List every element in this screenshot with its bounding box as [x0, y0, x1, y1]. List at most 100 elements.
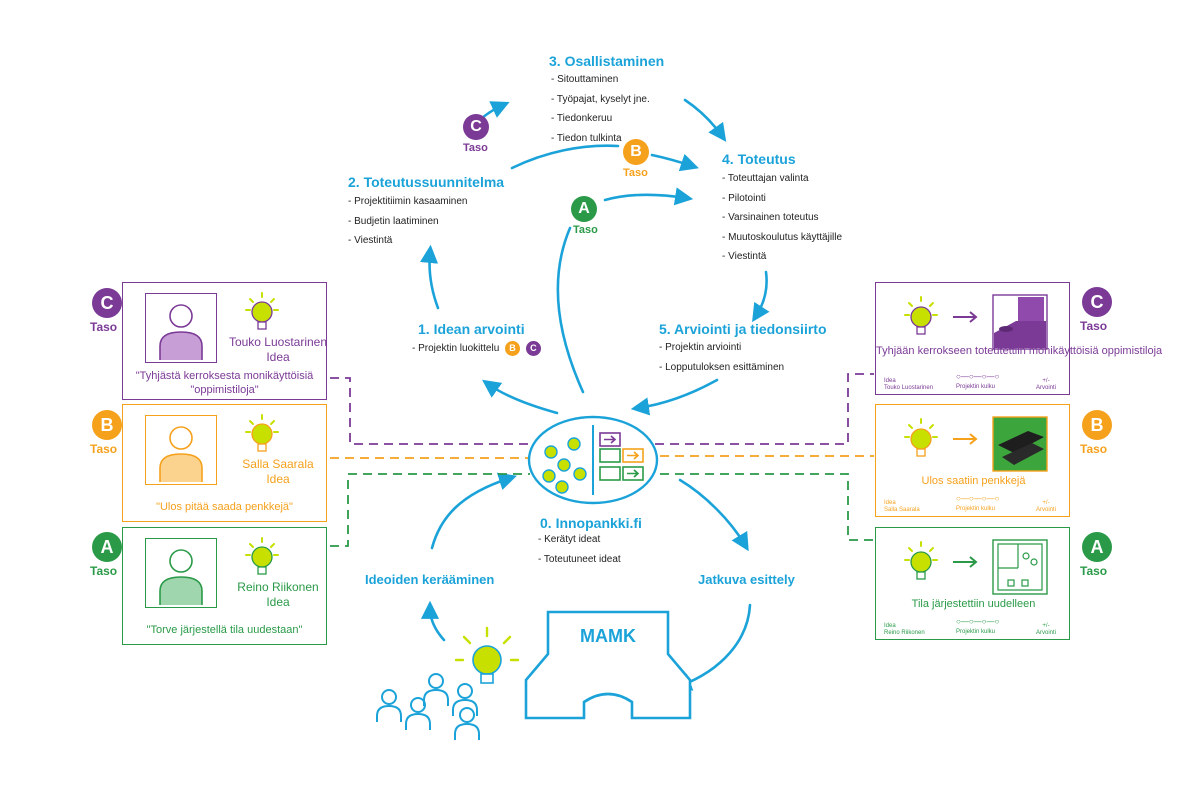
- level-c-badge-right: C: [1082, 287, 1112, 317]
- idea-card-a[interactable]: Reino Riikonen Idea "Torve järjestellä t…: [122, 527, 327, 645]
- arrow-hub-to-present: [678, 478, 749, 552]
- result-illustration: [904, 416, 1048, 472]
- arrow-a-to-s4: [603, 187, 694, 206]
- arrow-hub-to-s1: [482, 379, 559, 415]
- arrow-collect-to-hub: [430, 472, 517, 550]
- bottom-bulb: [454, 626, 520, 684]
- result-illustration: [904, 539, 1048, 595]
- lightbulb-icon: [245, 414, 279, 452]
- level-c-mini-badge: C: [525, 340, 541, 356]
- result-title: Ulos saatiin penkkejä: [921, 475, 1026, 487]
- level-a-badge-right: A: [1082, 532, 1112, 562]
- step2-title: 2. Toteutussuunnitelma: [348, 174, 505, 190]
- step4-title: 4. Toteutus: [722, 151, 796, 167]
- progress-label: Projektin kulku: [956, 384, 996, 390]
- step4-item: - Muutoskoulutus käyttäjille: [722, 231, 843, 243]
- result-title: Tyhjään kerrokseen toteutettiin monikäyt…: [876, 345, 1163, 357]
- taso-label: Taso: [1080, 442, 1108, 456]
- step0-item: - Kerätyt ideat: [538, 534, 601, 545]
- step3-title: 3. Osallistaminen: [549, 53, 665, 69]
- step5-title: 5. Arviointi ja tiedonsiirto: [659, 321, 827, 337]
- taso-label: Taso: [90, 564, 118, 578]
- taso-label: Taso: [573, 224, 598, 236]
- result-illustration: [904, 294, 1048, 350]
- step4-item: - Toteuttajan valinta: [722, 173, 809, 184]
- step5-item: - Projektin arviointi: [659, 342, 742, 353]
- taso-label: Taso: [90, 320, 118, 334]
- dash-purple: [330, 377, 530, 445]
- progress-label: Projektin kulku: [956, 506, 996, 512]
- progress-dots: ○―○―○―○: [956, 372, 1000, 381]
- step1-item: - Projektin luokittelu: [412, 343, 500, 354]
- taso-label: Taso: [1080, 564, 1108, 578]
- level-a-badge-left: A: [92, 532, 122, 562]
- person-name: Salla Saarala Idea: [242, 457, 314, 486]
- hub-bulbs: [542, 437, 587, 494]
- step5-item: - Lopputuloksen esittäminen: [659, 361, 785, 373]
- arrow-s2-to-b: [510, 144, 620, 170]
- dash-green: [330, 473, 530, 547]
- lightbulb-icon: [245, 537, 279, 575]
- result-title: Tila järjestettiin uudelleen: [911, 598, 1036, 610]
- continuous-presentation-label: Jatkuva esittely: [698, 572, 795, 587]
- idea-quote: "Torve järjestellä tila uudestaan": [146, 624, 303, 636]
- step0-title: 0. Innopankki.fi: [540, 515, 642, 531]
- step2-item: - Viestintä: [348, 235, 393, 246]
- arrow-s3-to-s4: [683, 98, 727, 142]
- hub-arrow-boxes: [599, 432, 644, 481]
- person-icon: [159, 549, 203, 605]
- evaluation-label: +/-Arvointi: [1036, 623, 1057, 636]
- arrow-s1-to-s2: [419, 244, 440, 310]
- idea-card-b[interactable]: Salla Saarala Idea "Ulos pitää saada pen…: [122, 404, 327, 522]
- level-c-badge-left: C: [92, 288, 122, 318]
- idea-quote: "Tyhjästä kerroksesta monikäyttöisiä "op…: [135, 370, 314, 396]
- step0-item: - Toteutuneet ideat: [538, 553, 621, 565]
- arrow-present-to-mamk: [673, 603, 752, 691]
- evaluation-label: +/-Arvointi: [1036, 378, 1057, 391]
- collect-ideas-label: Ideoiden kerääminen: [365, 572, 495, 587]
- person-icon: [159, 304, 203, 360]
- step2-item: - Projektitiimin kasaaminen: [348, 196, 468, 207]
- step1-list: - Projektin luokittelu B C: [412, 339, 541, 359]
- step5-list: - Projektin arviointi - Lopputuloksen es…: [659, 338, 784, 377]
- progress-dots: ○―○―○―○: [956, 494, 1000, 503]
- dash-purple-right: [610, 373, 874, 445]
- avatar-placeholder: [145, 293, 217, 363]
- avatar-placeholder: [145, 538, 217, 608]
- taso-label: Taso: [90, 442, 118, 456]
- level-b-badge-left: B: [92, 410, 122, 440]
- person-name: Touko Luostarinen Idea: [228, 335, 328, 364]
- result-card-c[interactable]: Tyhjään kerrokseen toteutettiin monikäyt…: [875, 282, 1163, 395]
- level-b-badge-cycle: B: [623, 139, 649, 165]
- progress-label: Projektin kulku: [956, 629, 996, 635]
- arrow-people-to-collect: [420, 600, 446, 642]
- step3-list: - Sitouttaminen - Työpajat, kyselyt jne.…: [551, 70, 650, 148]
- taso-label: Taso: [1080, 319, 1108, 333]
- step4-item: - Varsinainen toteutus: [722, 212, 819, 223]
- step3-item: - Työpajat, kyselyt jne.: [551, 93, 650, 105]
- person-name: Reino Riikonen Idea: [237, 580, 319, 609]
- person-icon: [159, 426, 203, 482]
- hub-ellipse: [527, 415, 659, 505]
- taso-label: Taso: [463, 142, 488, 154]
- idea-card-c[interactable]: Touko Luostarinen Idea "Tyhjästä kerroks…: [122, 282, 327, 400]
- step3-item: - Sitouttaminen: [551, 74, 619, 85]
- mamk-building: [524, 610, 692, 720]
- level-c-badge-cycle: C: [463, 114, 489, 140]
- step4-item: - Viestintä: [722, 251, 767, 262]
- step2-list: - Projektitiimin kasaaminen - Budjetin l…: [348, 192, 468, 251]
- step1-title: 1. Idean arvointi: [418, 321, 525, 337]
- step3-item: - Tiedonkeruu: [551, 113, 613, 124]
- step3-item: - Tiedon tulkinta: [551, 132, 622, 144]
- arrow-s5-to-hub: [630, 378, 719, 416]
- level-b-mini-badge: B: [505, 340, 521, 356]
- arrow-s4-to-s5: [752, 270, 770, 323]
- step2-item: - Budjetin laatiminen: [348, 215, 439, 227]
- step4-item: - Pilotointi: [722, 192, 766, 204]
